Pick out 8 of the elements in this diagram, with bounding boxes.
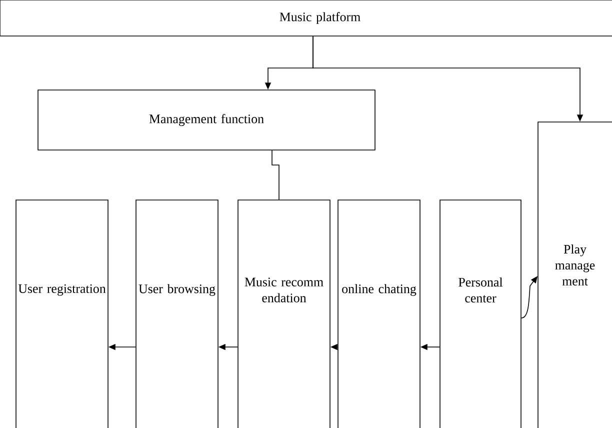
process-box: Music recomm endation — [238, 200, 330, 428]
process-box: User browsing — [136, 200, 218, 428]
title-box: Music platform — [0, 0, 612, 36]
process-box: online chating — [338, 200, 420, 428]
process-box: Personal center — [440, 200, 522, 428]
process-box: Management function — [38, 90, 376, 150]
process-box: Play manage ment — [538, 122, 612, 428]
process-box: User registration — [16, 200, 108, 428]
